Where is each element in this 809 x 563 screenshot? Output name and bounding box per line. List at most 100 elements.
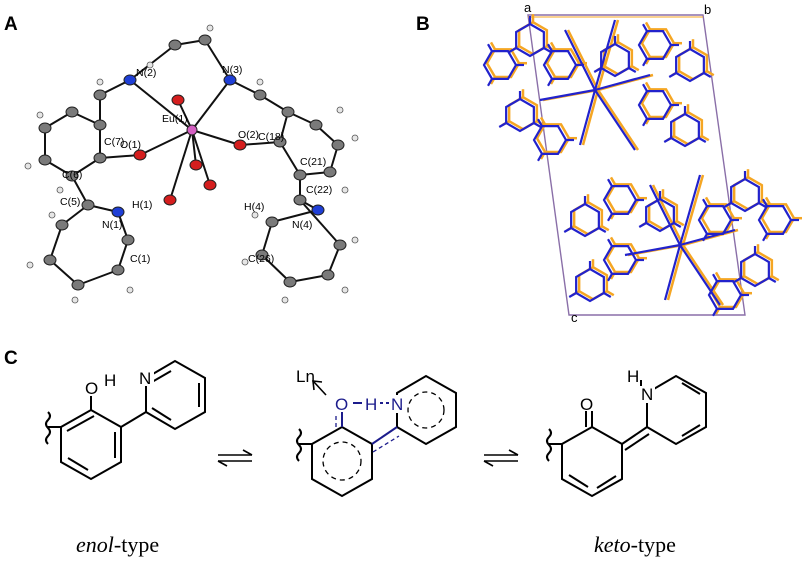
bond-pa2-pa3 (49, 259, 79, 286)
packing-blue-top-ring-4-h2 (537, 153, 543, 162)
atom-rb4 (323, 166, 337, 178)
packing-blue-bottom-ring-6-h2 (607, 213, 613, 222)
packing-orange-bottom-ring-0-h4 (764, 196, 772, 205)
enol-py-double-1 (151, 370, 172, 383)
keto-py-double-2 (681, 424, 701, 437)
packing-orange-top-ring-8-h4 (644, 81, 652, 90)
keto-pyridine-ring (646, 374, 707, 446)
keto-n-label: N (641, 385, 653, 404)
packing-blue-bottom-ring-9 (575, 267, 605, 303)
atom-label-c6: C(6) (62, 169, 82, 181)
packing-blue-top-ring-7 (675, 47, 705, 83)
enol-structure (45, 359, 206, 481)
packing-blue-metal-0-bond-0 (564, 29, 596, 91)
atom-pb5 (333, 239, 347, 251)
atom-pa3 (71, 279, 85, 291)
packing-blue-bottom-ring-0-h4 (762, 198, 768, 207)
packing-orange-top-ring-7-h0 (706, 70, 715, 77)
atom-h-10 (26, 261, 34, 269)
enol-caption-italic: enol (76, 532, 114, 557)
bond-eu-o1 (139, 129, 193, 156)
packing-orange-bottom-ring-6-h4 (609, 176, 617, 185)
packing-orange-top-ring-2-h4 (549, 41, 557, 50)
bond-eu-nit2 (191, 129, 197, 166)
packing-orange-top-ring-4 (535, 123, 571, 154)
atom-n3 (223, 74, 237, 86)
packing-blue-top-ring-9-h0 (698, 137, 707, 143)
packing-blue-bottom-ring-5 (645, 197, 675, 233)
bond-eu-nit3 (169, 129, 193, 201)
axis-a-label: a (524, 0, 532, 15)
packing-blue-top-ring-4-h4 (537, 118, 543, 127)
atom-label-h4: H(4) (244, 201, 264, 213)
keto-caption: keto-type (594, 532, 676, 558)
packing-blue-bottom-ring-9-h0 (603, 292, 612, 298)
bond-eu-n3 (191, 79, 231, 131)
atom-rb5 (293, 169, 307, 181)
keto-ring-double-1 (568, 474, 589, 488)
atom-h-9 (48, 211, 56, 219)
atom-label-c22: C(22) (306, 184, 332, 196)
atom-rb3 (331, 139, 345, 151)
packing-blue-top-ring-0-h4 (487, 43, 493, 52)
packing-orange-top-ring-8 (640, 88, 676, 119)
packing-blue-bottom-ring-4-h2 (712, 308, 718, 317)
atom-pb4 (321, 269, 335, 281)
packing-blue-bottom-ring-5-h2 (638, 222, 647, 228)
intermediate-structure (296, 374, 457, 498)
atom-eu (186, 124, 198, 136)
packing-orange-top-ring-0 (485, 48, 521, 79)
atom-rb6 (273, 136, 287, 148)
enol-ring-double-1 (67, 457, 89, 471)
atom-c5 (81, 199, 95, 211)
packing-orange-bottom-ring-8 (605, 243, 641, 274)
enol-caption: enol-type (76, 532, 159, 558)
unit-cell (527, 14, 746, 316)
packing-molecules (482, 14, 802, 317)
packing-blue-metal-0-bond-4 (539, 88, 596, 102)
enol-n-label: N (139, 369, 151, 388)
packing-blue-bottom-ring-1-h0 (758, 202, 767, 208)
packing-blue-bottom-ring-7 (570, 202, 600, 238)
mid-ring-dashed-circle (322, 441, 362, 481)
keto-wavy-bond (546, 428, 552, 462)
packing-blue-top-ring-1 (515, 22, 545, 58)
packing-blue-top-ring-3-h2 (498, 122, 507, 128)
atom-ra1 (65, 106, 79, 118)
keto-n-mask (639, 386, 655, 403)
enol-h-label: H (104, 371, 116, 390)
atom-h-4 (146, 61, 154, 69)
panel-letter-c: C (4, 348, 18, 369)
keto-ring (561, 425, 623, 498)
packing-orange-bottom-ring-5-h0 (676, 220, 685, 227)
bond-eu-nit4 (191, 129, 211, 186)
packing-orange-metal-1-bond-3 (666, 244, 685, 301)
packing-blue-top-ring-6-h4 (642, 23, 648, 32)
mid-n-label: N (391, 395, 403, 414)
atom-pa1 (55, 219, 69, 231)
mid-blue-bonds (312, 380, 400, 453)
packing-blue-top-ring-7-h0 (703, 72, 712, 78)
packing-blue-bottom-ring-6 (602, 185, 638, 215)
keto-caption-suffix: -type (630, 532, 676, 557)
packing-orange-top-ring-4-h4 (539, 116, 547, 125)
atom-n2 (123, 74, 137, 86)
packing-blue-bottom-ring-4-h4 (712, 273, 718, 282)
panel-letter-a: A (4, 14, 18, 35)
atom-h-5 (206, 24, 214, 32)
mid-o-label: O (335, 395, 348, 414)
atom-label-c21: C(21) (300, 156, 326, 168)
packing-orange-bottom-ring-9-h0 (606, 290, 615, 297)
bond-pa3-pa4 (77, 269, 119, 286)
mid-biaryl-dashed (372, 435, 400, 453)
mid-pyridine-ring (396, 374, 457, 446)
bond-n2-ca (129, 44, 176, 81)
mid-ln-arrow-head (312, 380, 323, 391)
atom-pb1 (265, 216, 279, 228)
packing-blue-bottom-ring-0-h2 (762, 233, 768, 242)
keto-py-double-1 (681, 382, 701, 395)
packing-blue-top-ring-2 (542, 50, 578, 80)
packing-blue-top-ring-0-h2 (487, 78, 493, 87)
